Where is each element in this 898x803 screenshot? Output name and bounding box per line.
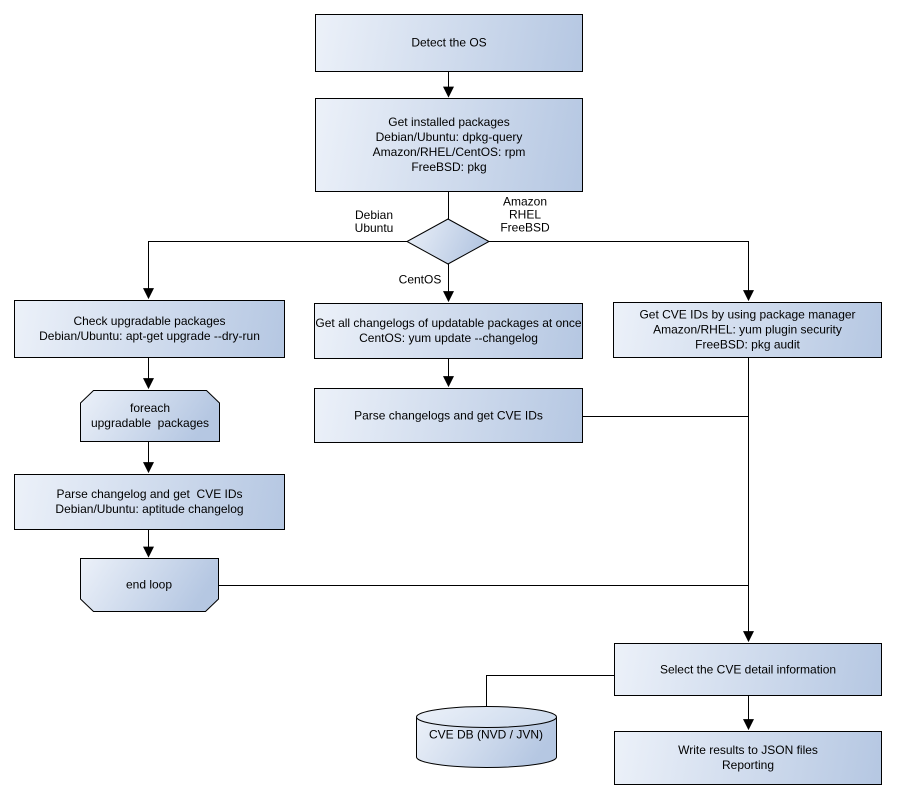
foreach-loop-shape xyxy=(80,390,220,442)
edge-cvedb-to-select xyxy=(486,675,614,707)
node-get-installed-packages-label: Get installed packages Debian/Ubuntu: dp… xyxy=(372,115,526,174)
node-write-results-label: Write results to JSON files Reporting xyxy=(678,743,818,772)
node-select-cve-detail: Select the CVE detail information xyxy=(614,643,882,696)
edge-decision-left xyxy=(143,241,407,300)
cve-db-cylinder-body xyxy=(416,717,557,768)
node-parse-changelogs: Parse changelogs and get CVE IDs xyxy=(314,388,583,443)
cve-db-cylinder xyxy=(416,706,557,768)
node-get-all-changelogs: Get all changelogs of updatable packages… xyxy=(314,303,583,359)
node-detect-os-label: Detect the OS xyxy=(411,35,487,50)
node-check-upgradable-label: Check upgradable packages Debian/Ubuntu:… xyxy=(39,314,260,343)
end-loop-label: end loop xyxy=(125,577,173,592)
end-loop-shape xyxy=(80,558,219,612)
node-check-upgradable: Check upgradable packages Debian/Ubuntu:… xyxy=(14,300,285,358)
edge-decision-right xyxy=(489,241,754,302)
node-get-all-changelogs-label: Get all changelogs of updatable packages… xyxy=(315,316,582,345)
edge-label-debian-ubuntu: Debian Ubuntu xyxy=(354,208,394,235)
node-get-installed-packages: Get installed packages Debian/Ubuntu: dp… xyxy=(315,98,583,192)
cve-db-cylinder-top xyxy=(416,706,557,728)
node-get-cve-ids-label: Get CVE IDs by using package manager Ama… xyxy=(639,307,856,352)
node-get-cve-ids: Get CVE IDs by using package manager Ama… xyxy=(613,302,882,358)
os-decision-diamond xyxy=(405,218,491,265)
node-select-cve-detail-label: Select the CVE detail information xyxy=(659,662,837,676)
node-write-results: Write results to JSON files Reporting xyxy=(614,731,882,785)
node-parse-changelogs-label: Parse changelogs and get CVE IDs xyxy=(354,408,543,422)
node-parse-changelog: Parse changelog and get CVE IDs Debian/U… xyxy=(14,474,285,530)
node-parse-changelog-label: Parse changelog and get CVE IDs Debian/U… xyxy=(55,487,244,516)
node-detect-os: Detect the OS xyxy=(315,14,583,72)
cve-db-label: CVE DB (NVD / JVN) xyxy=(428,727,544,742)
edge-label-amazon-rhel-freebsd: Amazon RHEL FreeBSD xyxy=(500,194,550,235)
edge-label-centos: CentOS xyxy=(398,272,442,287)
foreach-loop-label: foreach upgradable packages xyxy=(90,401,210,430)
